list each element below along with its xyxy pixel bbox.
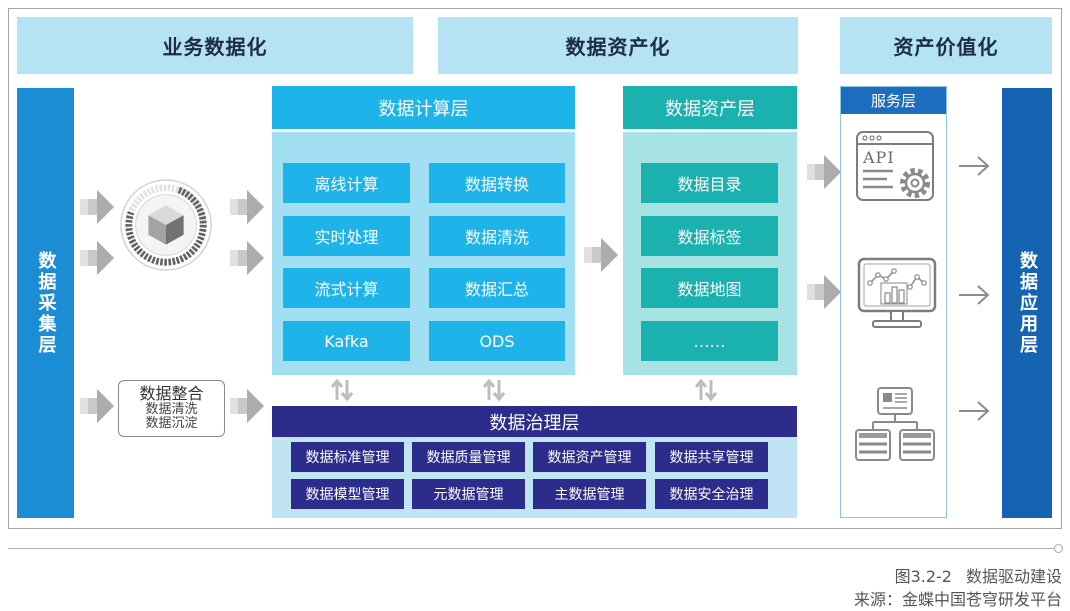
application-layer-label: 数据应用层: [1017, 250, 1038, 356]
compute-item: 数据清洗: [429, 216, 565, 256]
stage-header-asset-value: 资产价值化: [840, 17, 1052, 74]
integration-box: 数据整合 数据清洗 数据沉淀: [118, 380, 225, 437]
chevron-arrow-icon: [807, 275, 843, 309]
divider-end-circle: [1054, 544, 1063, 553]
governance-item: 数据安全治理: [655, 479, 768, 509]
collection-layer-bar: 数据采集层: [17, 88, 74, 518]
hierarchy-icon: [854, 386, 936, 462]
governance-item: 数据标准管理: [291, 442, 404, 472]
compute-item: 数据汇总: [429, 268, 565, 308]
stage-header-business-data: 业务数据化: [17, 17, 413, 74]
chevron-arrow-icon: [807, 155, 843, 189]
api-window-icon: API: [855, 130, 935, 202]
chevron-arrow-icon: [230, 241, 266, 275]
figure-title: 数据驱动建设: [965, 567, 1062, 586]
cube-hub-icon: [119, 178, 213, 272]
chevron-arrow-icon: [230, 389, 266, 423]
chevron-arrow-icon: [230, 190, 266, 224]
integration-item: 数据清洗: [145, 401, 198, 417]
up-down-arrows-icon: [693, 378, 719, 402]
asset-item: 数据标签: [641, 216, 778, 256]
diagram-frame: [8, 8, 1062, 529]
up-down-arrows-icon: [329, 378, 355, 402]
integration-item: 数据沉淀: [145, 416, 198, 432]
right-arrow-icon: [957, 155, 991, 177]
compute-item: 离线计算: [283, 163, 410, 203]
asset-layer-title: 数据资产层: [623, 86, 797, 129]
governance-item: 数据资产管理: [533, 442, 646, 472]
stage-header-data-assets: 数据资产化: [438, 17, 798, 74]
right-arrow-icon: [957, 284, 991, 306]
chevron-arrow-icon: [80, 389, 116, 423]
figure-number: 图3.2-2: [894, 567, 952, 586]
figure-source: 来源：金蝶中国苍穹研发平台: [853, 590, 1062, 609]
asset-item: 数据目录: [641, 163, 778, 203]
collection-layer-label: 数据采集层: [35, 250, 57, 356]
chevron-arrow-icon: [584, 238, 620, 272]
governance-item: 主数据管理: [533, 479, 646, 509]
integration-title: 数据整合: [139, 384, 204, 403]
chevron-arrow-icon: [80, 241, 116, 275]
chevron-arrow-icon: [80, 190, 116, 224]
figure-caption: 图3.2-2 数据驱动建设: [895, 563, 1062, 587]
asset-item: 数据地图: [641, 268, 778, 308]
governance-layer-title: 数据治理层: [272, 406, 797, 437]
dashboard-monitor-icon: [857, 257, 937, 331]
governance-item: 元数据管理: [412, 479, 525, 509]
compute-item: 流式计算: [283, 268, 410, 308]
compute-layer-panel: 离线计算 数据转换 实时处理 数据清洗 流式计算 数据汇总 Kafka ODS: [272, 132, 575, 375]
compute-item: 实时处理: [283, 216, 410, 256]
api-icon-text: API: [862, 148, 895, 167]
governance-layer-panel: 数据标准管理 数据质量管理 数据资产管理 数据共享管理 数据模型管理 元数据管理…: [272, 437, 797, 518]
compute-item: Kafka: [283, 321, 410, 361]
governance-item: 数据质量管理: [412, 442, 525, 472]
asset-layer-panel: 数据目录 数据标签 数据地图 ……: [623, 132, 797, 375]
governance-item: 数据共享管理: [655, 442, 768, 472]
compute-layer-title: 数据计算层: [272, 86, 575, 129]
compute-item: 数据转换: [429, 163, 565, 203]
application-layer-bar: 数据应用层: [1002, 88, 1052, 518]
asset-item: ……: [641, 321, 778, 361]
service-layer-title: 服务层: [841, 87, 946, 114]
right-arrow-icon: [957, 400, 991, 422]
service-layer-column: 服务层: [840, 86, 947, 518]
compute-item: ODS: [429, 321, 565, 361]
governance-item: 数据模型管理: [291, 479, 404, 509]
up-down-arrows-icon: [481, 378, 507, 402]
caption-divider: [8, 548, 1054, 549]
